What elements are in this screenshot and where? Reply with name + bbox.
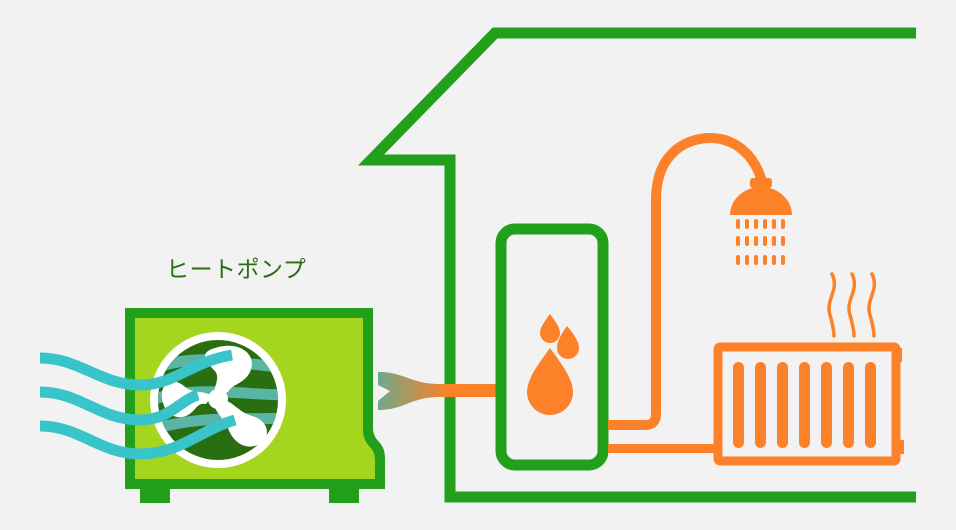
- shower-icon: [730, 178, 792, 265]
- pipe-to-tank: [378, 372, 496, 410]
- shower-pipe: [608, 132, 767, 430]
- house-outline-icon: [357, 27, 916, 503]
- radiator-heat-icon: [713, 272, 904, 466]
- airflow-waves-icon: [39, 349, 237, 460]
- water-drops-icon: [527, 314, 579, 415]
- heat-pump-label: ヒートポンプ: [166, 257, 307, 283]
- hot-water-tank: [495, 223, 609, 471]
- radiator-pipe: [608, 444, 716, 453]
